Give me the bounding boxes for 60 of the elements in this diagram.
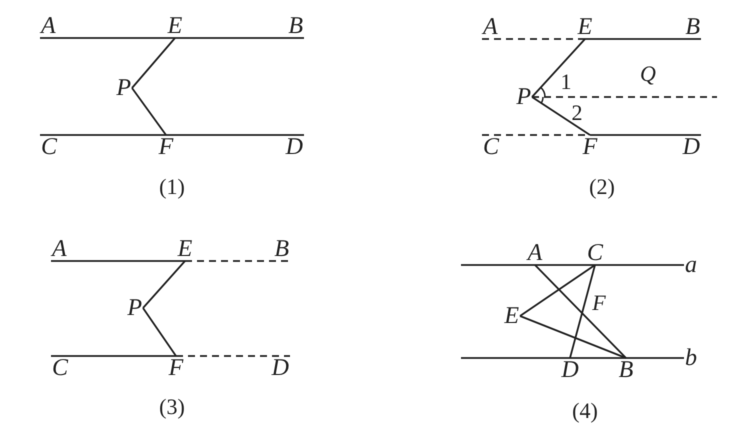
point-label: P — [515, 85, 532, 109]
point-label: D — [682, 135, 701, 159]
point-label: C — [51, 356, 70, 380]
figure-caption: 2 — [572, 102, 582, 124]
line-segment — [175, 37, 304, 39]
point-label: D — [560, 358, 580, 382]
point-label: F — [158, 135, 174, 159]
line-segment — [532, 96, 717, 98]
line-segment — [590, 134, 701, 136]
line-segment — [166, 134, 304, 136]
point-label: C — [586, 241, 604, 265]
line-segment — [461, 357, 684, 359]
point-label: E — [166, 14, 184, 38]
line-segment — [482, 38, 585, 40]
figure-caption: (3) — [159, 396, 185, 418]
line-segment — [40, 37, 175, 39]
line-segment — [461, 264, 684, 266]
point-label: E — [176, 237, 194, 261]
line-segment — [51, 355, 176, 357]
line-segment — [520, 264, 596, 317]
point-label: F — [582, 135, 598, 159]
line-segment — [131, 37, 176, 89]
line-segment — [569, 264, 596, 358]
figure-caption: (4) — [572, 400, 598, 422]
point-label: C — [482, 135, 500, 159]
point-label: E — [503, 304, 520, 328]
figure-caption: (2) — [589, 176, 615, 198]
line-segment — [51, 260, 185, 262]
point-label: A — [40, 14, 57, 38]
point-label: F — [592, 292, 606, 314]
line-segment — [142, 260, 186, 309]
point-label: F — [168, 356, 184, 380]
point-label: D — [270, 356, 290, 380]
line-segment — [534, 264, 627, 359]
line-segment — [520, 315, 626, 359]
point-label: A — [526, 241, 544, 265]
line-segment — [131, 87, 167, 136]
point-label: B — [684, 15, 701, 39]
point-label: C — [40, 135, 58, 159]
line-segment — [585, 38, 701, 40]
point-label: Q — [640, 63, 656, 85]
line-segment — [176, 355, 290, 357]
line-segment — [142, 308, 177, 356]
point-label: A — [482, 15, 499, 39]
line-segment — [532, 96, 590, 136]
point-label: P — [115, 76, 132, 100]
point-label: B — [618, 358, 634, 382]
point-label: B — [273, 237, 290, 261]
figure-caption: 1 — [560, 71, 572, 93]
point-label: B — [287, 14, 304, 38]
point-label: A — [51, 237, 68, 261]
point-label: D — [284, 135, 304, 159]
figure-caption: (1) — [159, 176, 185, 198]
line-segment — [531, 38, 586, 98]
line-segment — [185, 260, 290, 262]
line-segment — [40, 134, 166, 136]
point-label: b — [684, 346, 698, 370]
point-label: P — [126, 296, 143, 320]
point-label: E — [576, 15, 594, 39]
point-label: a — [684, 253, 698, 277]
